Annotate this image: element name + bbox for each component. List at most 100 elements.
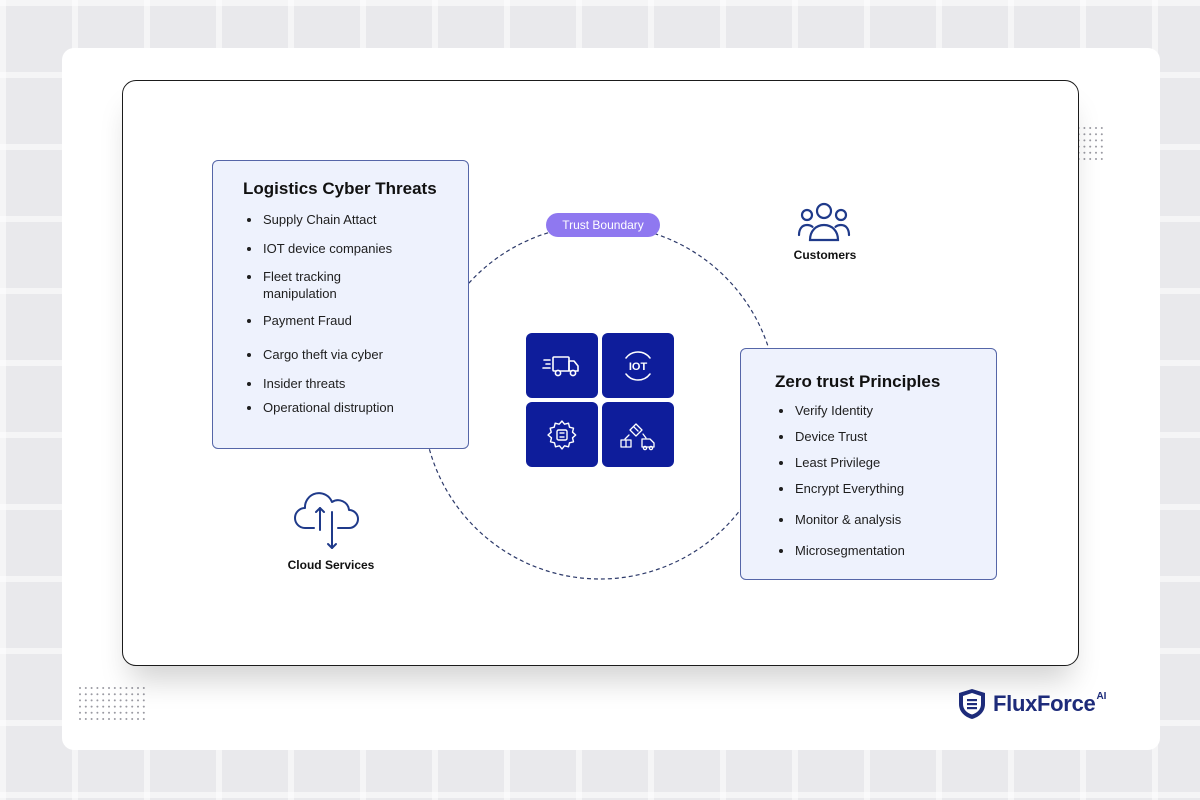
pattern-dot	[131, 699, 134, 702]
pattern-dot	[90, 699, 93, 702]
pattern-dot	[79, 687, 81, 689]
pattern-dot	[1083, 133, 1086, 136]
pattern-dot	[113, 699, 116, 702]
pattern-dot	[1095, 127, 1097, 129]
pattern-dot	[102, 705, 105, 708]
pattern-dot	[119, 718, 122, 720]
pattern-dot	[113, 687, 116, 689]
pattern-dot	[125, 718, 128, 720]
customers-label: Customers	[793, 248, 857, 262]
pattern-dot	[137, 687, 139, 689]
pattern-dot	[1100, 145, 1103, 148]
principle-item: Monitor & analysis	[775, 511, 995, 528]
cloud-services-label: Cloud Services	[287, 558, 375, 572]
pattern-dot	[1083, 139, 1086, 142]
pattern-dot	[102, 693, 105, 696]
pattern-dot	[90, 693, 93, 696]
pattern-dot	[1083, 127, 1086, 129]
iot-icon-text: IOT	[629, 361, 648, 373]
pattern-dot	[113, 705, 116, 708]
pattern-dot	[113, 693, 116, 696]
brand-name: FluxForce	[993, 691, 1096, 716]
pattern-dot	[84, 693, 87, 696]
pattern-dot	[1089, 145, 1092, 148]
brand-logo: FluxForce AI	[957, 688, 1106, 720]
principle-item: Device Trust	[775, 428, 995, 445]
pattern-dot	[96, 718, 99, 720]
threat-item: Cargo theft via cyber	[243, 346, 463, 363]
pattern-dot	[108, 687, 110, 689]
principle-item: Least Privilege	[775, 454, 995, 471]
gear-chip-icon	[547, 419, 577, 450]
tile-handshake	[602, 402, 674, 467]
pattern-dot	[79, 705, 81, 708]
cloud-sync-icon	[294, 492, 359, 549]
principle-item: Encrypt Everything	[775, 480, 995, 497]
pattern-dot	[108, 711, 110, 714]
threat-item: Fleet tracking manipulation	[243, 268, 373, 302]
pattern-dot	[1100, 139, 1103, 142]
pattern-dot	[102, 699, 105, 702]
pattern-dot	[131, 718, 134, 720]
pattern-dot	[142, 699, 145, 702]
pattern-dot	[119, 699, 122, 702]
pattern-dot	[96, 711, 99, 714]
pattern-dot	[1089, 133, 1092, 136]
pattern-dot	[131, 705, 134, 708]
pattern-dot	[119, 705, 122, 708]
pattern-dot	[96, 705, 99, 708]
pattern-dot	[131, 711, 134, 714]
threat-item: Supply Chain Attact	[243, 211, 463, 228]
pattern-dot	[102, 718, 105, 720]
delivery-truck-icon	[542, 355, 579, 376]
pattern-dot	[90, 687, 93, 689]
pattern-dot	[1083, 158, 1086, 160]
pattern-dot	[79, 718, 81, 720]
pattern-dot	[108, 718, 110, 720]
pattern-dot	[1100, 158, 1103, 160]
dot-pattern-bottom-left	[78, 686, 148, 722]
pattern-dot	[131, 693, 134, 696]
pattern-dot	[125, 705, 128, 708]
pattern-dot	[1083, 151, 1086, 154]
pattern-dot	[125, 693, 128, 696]
pattern-dot	[1095, 145, 1097, 148]
tile-delivery	[526, 333, 598, 398]
pattern-dot	[84, 687, 87, 689]
pattern-dot	[90, 711, 93, 714]
tile-gear	[526, 402, 598, 467]
pattern-dot	[102, 687, 105, 689]
pattern-dot	[142, 687, 145, 689]
threat-item: Payment Fraud	[243, 312, 463, 329]
pattern-dot	[125, 711, 128, 714]
pattern-dot	[96, 699, 99, 702]
threats-panel: Logistics Cyber Threats Supply Chain Att…	[212, 160, 469, 449]
pattern-dot	[79, 693, 81, 696]
pattern-dot	[84, 718, 87, 720]
pattern-dot	[131, 687, 134, 689]
pattern-dot	[90, 718, 93, 720]
pattern-dot	[1089, 151, 1092, 154]
logistics-handshake-icon	[620, 422, 655, 450]
pattern-dot	[1100, 133, 1103, 136]
users-group-icon	[797, 202, 851, 242]
trust-boundary-badge: Trust Boundary	[546, 213, 660, 237]
pattern-dot	[125, 687, 128, 689]
pattern-dot	[79, 699, 81, 702]
brand-suffix: AI	[1096, 690, 1107, 702]
principle-item: Microsegmentation	[775, 542, 995, 559]
pattern-dot	[137, 693, 139, 696]
zero-trust-panel-title: Zero trust Principles	[775, 372, 941, 391]
pattern-dot	[1083, 145, 1086, 148]
pattern-dot	[1089, 127, 1092, 129]
pattern-dot	[119, 693, 122, 696]
pattern-dot	[1095, 158, 1097, 160]
pattern-dot	[84, 699, 87, 702]
pattern-dot	[125, 699, 128, 702]
pattern-dot	[142, 711, 145, 714]
pattern-dot	[1089, 158, 1092, 160]
pattern-dot	[142, 718, 145, 720]
pattern-dot	[113, 711, 116, 714]
pattern-dot	[142, 705, 145, 708]
